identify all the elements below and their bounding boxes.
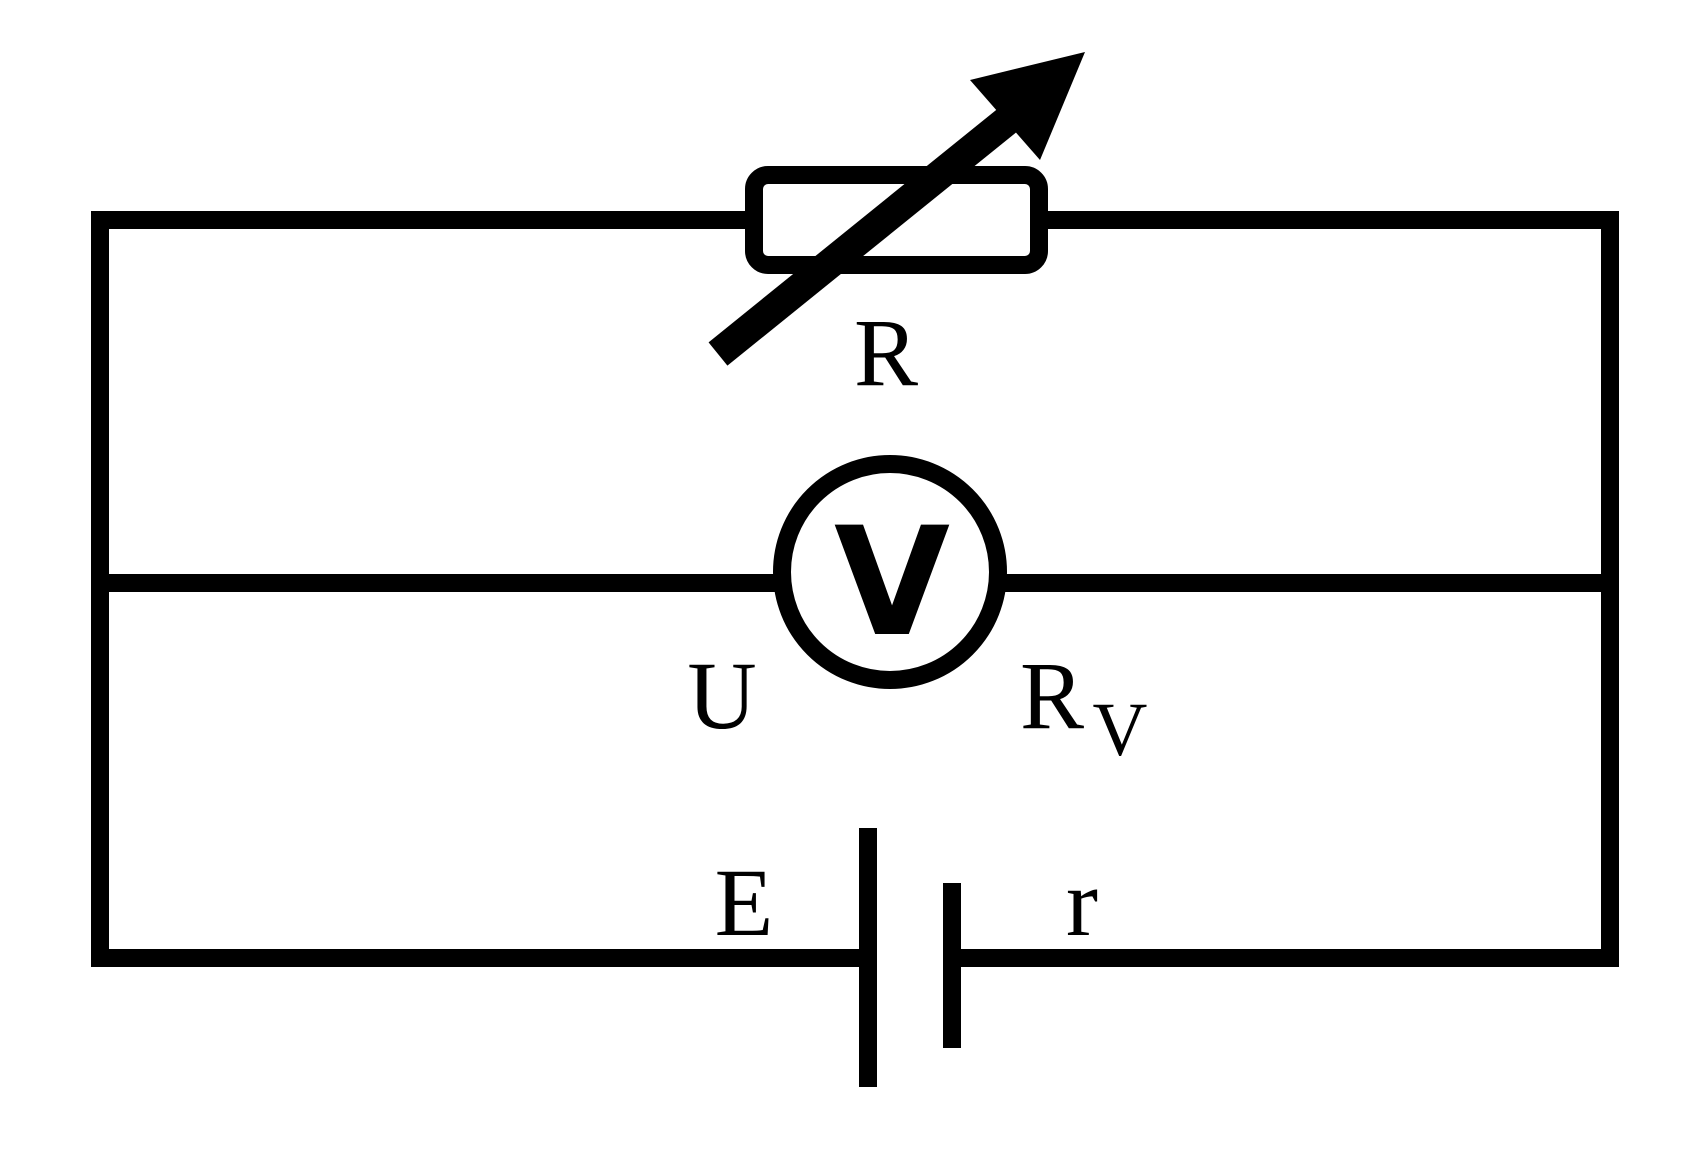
voltage-label: U bbox=[687, 642, 756, 749]
variable-arrow-head bbox=[970, 52, 1085, 160]
voltmeter: V U R V bbox=[687, 455, 1148, 772]
variable-resistor: R bbox=[708, 52, 1085, 406]
variable-arrow-shaft bbox=[708, 98, 1030, 366]
outer-circuit-wires bbox=[91, 211, 1619, 967]
voltmeter-resistance-subscript: V bbox=[1093, 688, 1148, 772]
internal-resistance-label: r bbox=[1066, 849, 1098, 956]
battery: E r bbox=[715, 828, 1098, 1087]
voltmeter-symbol: V bbox=[834, 496, 950, 670]
voltmeter-resistance-label: R bbox=[1020, 642, 1084, 749]
resistor-label: R bbox=[854, 299, 918, 406]
voltmeter-circle bbox=[773, 455, 1007, 689]
resistor-body bbox=[745, 166, 1048, 274]
emf-label: E bbox=[715, 849, 774, 956]
